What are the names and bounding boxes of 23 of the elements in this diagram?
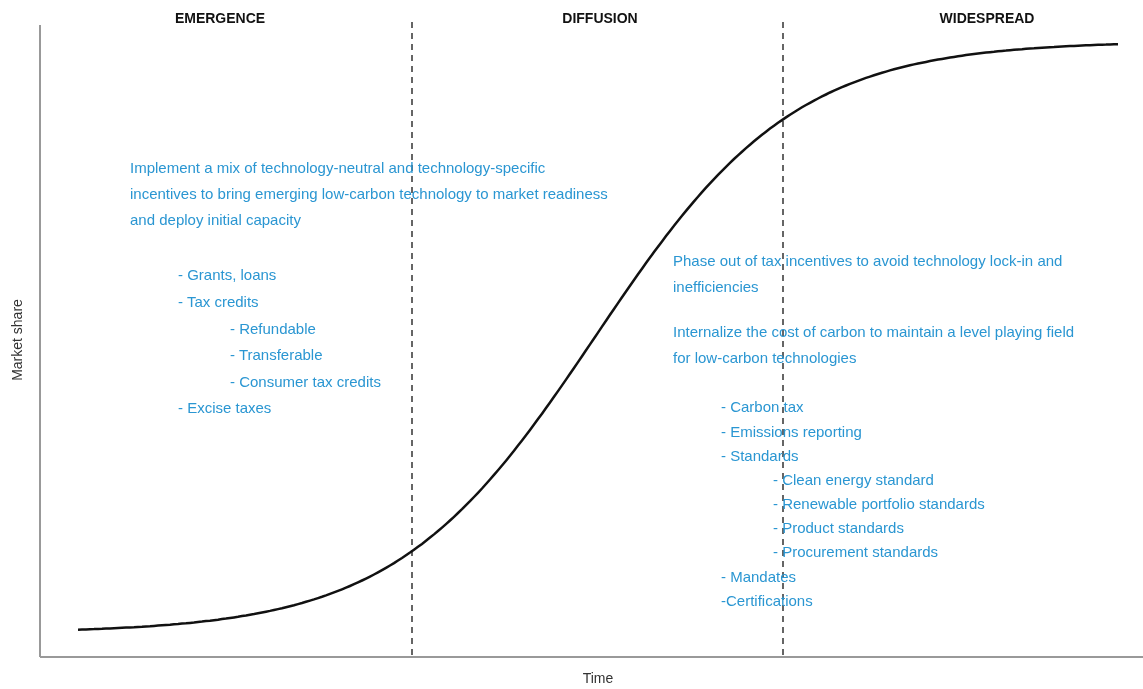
list-item: - Consumer tax credits — [230, 372, 381, 392]
phase-heading: WIDESPREAD — [939, 10, 1035, 26]
policy-text: Phase out of tax incentives to avoid technology lock-in and inefficiencies — [673, 251, 1064, 297]
list-item: - Excise taxes — [178, 398, 272, 418]
list-item: - Mandates — [721, 567, 797, 587]
list-item: - Grants, loans — [178, 265, 277, 285]
list-item: - Transferable — [230, 345, 323, 365]
policy-text: Internalize the cost of carbon to maintain a level playing field for low-carbon technologies — [673, 322, 1076, 368]
policy-text: Implement a mix of technology-neutral and technology-specific incentives to bring emerging low-carbon technology to market readiness and deploy initial capacity — [130, 158, 609, 230]
list-item: - Tax credits — [178, 292, 259, 312]
axis-label: Time — [582, 670, 614, 686]
list-item: - Procurement standards — [773, 542, 939, 562]
list-item: - Carbon tax — [721, 397, 804, 417]
list-item: -Certifications — [721, 591, 813, 611]
list-item: - Renewable portfolio standards — [773, 494, 985, 514]
list-item: - Emissions reporting — [721, 422, 862, 442]
phase-heading: EMERGENCE — [174, 10, 266, 26]
list-item: - Standards — [721, 446, 799, 466]
phase-heading: DIFFUSION — [562, 10, 638, 26]
list-item: - Refundable — [230, 319, 316, 339]
list-item: - Clean energy standard — [773, 470, 934, 490]
axis-label: Market share — [9, 299, 25, 381]
list-item: - Product standards — [773, 518, 904, 538]
